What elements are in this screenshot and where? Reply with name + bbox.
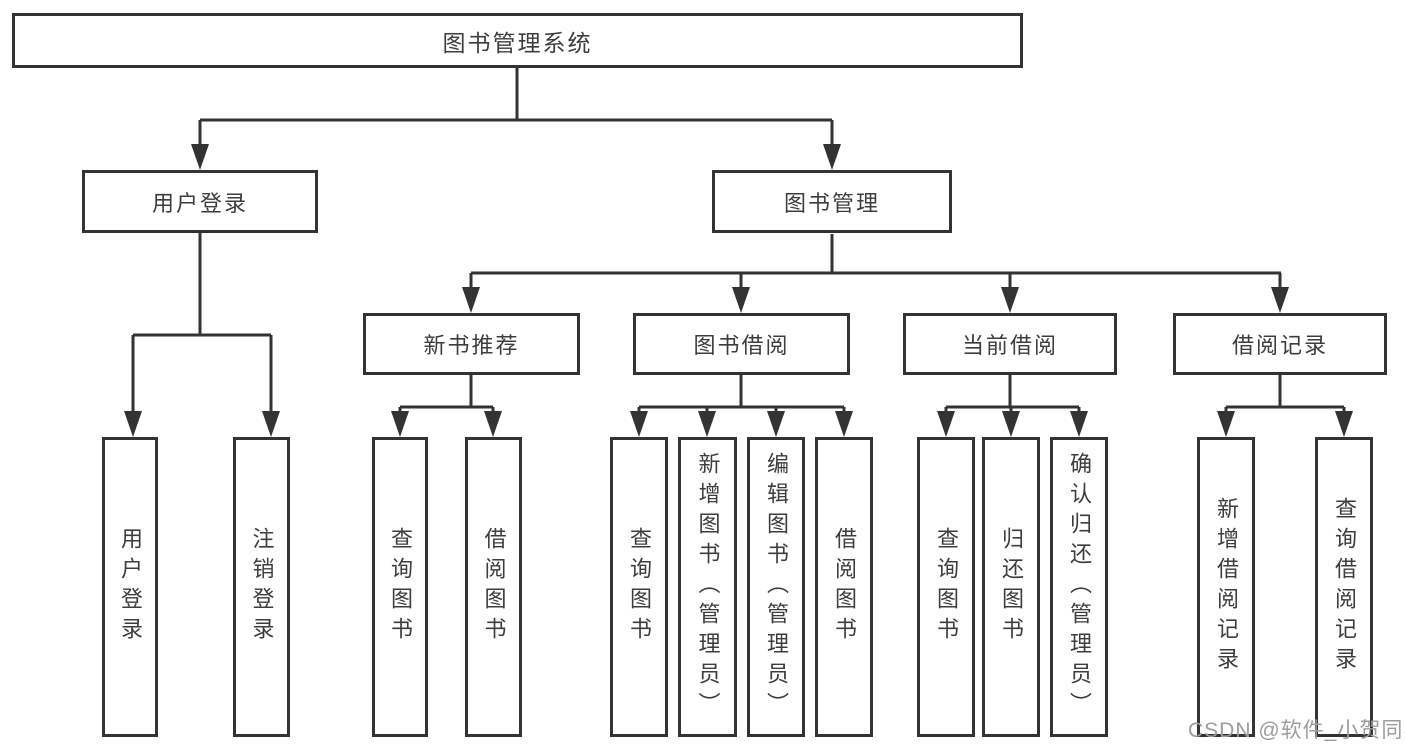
node-current-borrow: 当前借阅 — [903, 313, 1117, 375]
leaf-user-login: 用户登录 — [102, 437, 158, 737]
leaf-confirm-return-admin: 确认归还（管理员） — [1050, 437, 1108, 737]
leaf-query-books-borrow: 查询图书 — [610, 437, 668, 737]
leaf-label: 注销登录 — [249, 527, 275, 647]
leaf-query-borrow-record: 查询借阅记录 — [1315, 437, 1373, 737]
leaf-label: 查询图书 — [627, 527, 652, 647]
leaf-add-borrow-record: 新增借阅记录 — [1197, 437, 1255, 737]
node-book-borrow: 图书借阅 — [633, 313, 850, 375]
leaf-label: 查询借阅记录 — [1332, 497, 1357, 677]
leaf-label: 借阅图书 — [481, 527, 507, 647]
leaf-borrow-books-recommend: 借阅图书 — [465, 437, 522, 737]
leaf-label: 查询图书 — [934, 527, 959, 647]
leaf-borrow-books: 借阅图书 — [815, 437, 873, 737]
node-user-login: 用户登录 — [82, 170, 318, 233]
leaf-label: 新增图书（管理员） — [695, 452, 721, 722]
node-book-management: 图书管理 — [712, 170, 952, 233]
node-root: 图书管理系统 — [12, 13, 1023, 68]
leaf-edit-books-admin: 编辑图书（管理员） — [747, 437, 805, 737]
leaf-query-books-recommend: 查询图书 — [372, 437, 428, 737]
leaf-label: 用户登录 — [118, 527, 143, 647]
watermark: CSDN @软件_小贺同学 — [1188, 719, 1405, 742]
leaf-query-books-current: 查询图书 — [917, 437, 975, 737]
node-borrow-records: 借阅记录 — [1173, 313, 1387, 375]
leaf-label: 编辑图书（管理员） — [764, 452, 789, 722]
leaf-label: 确认归还（管理员） — [1067, 452, 1092, 722]
leaf-return-books: 归还图书 — [982, 437, 1040, 737]
leaf-label: 借阅图书 — [832, 527, 857, 647]
leaf-logout: 注销登录 — [233, 437, 290, 737]
leaf-label: 新增借阅记录 — [1214, 497, 1239, 677]
leaf-label: 查询图书 — [388, 527, 413, 647]
leaf-label: 归还图书 — [999, 527, 1024, 647]
node-new-book-recommend: 新书推荐 — [363, 313, 580, 375]
leaf-add-books-admin: 新增图书（管理员） — [678, 437, 737, 737]
